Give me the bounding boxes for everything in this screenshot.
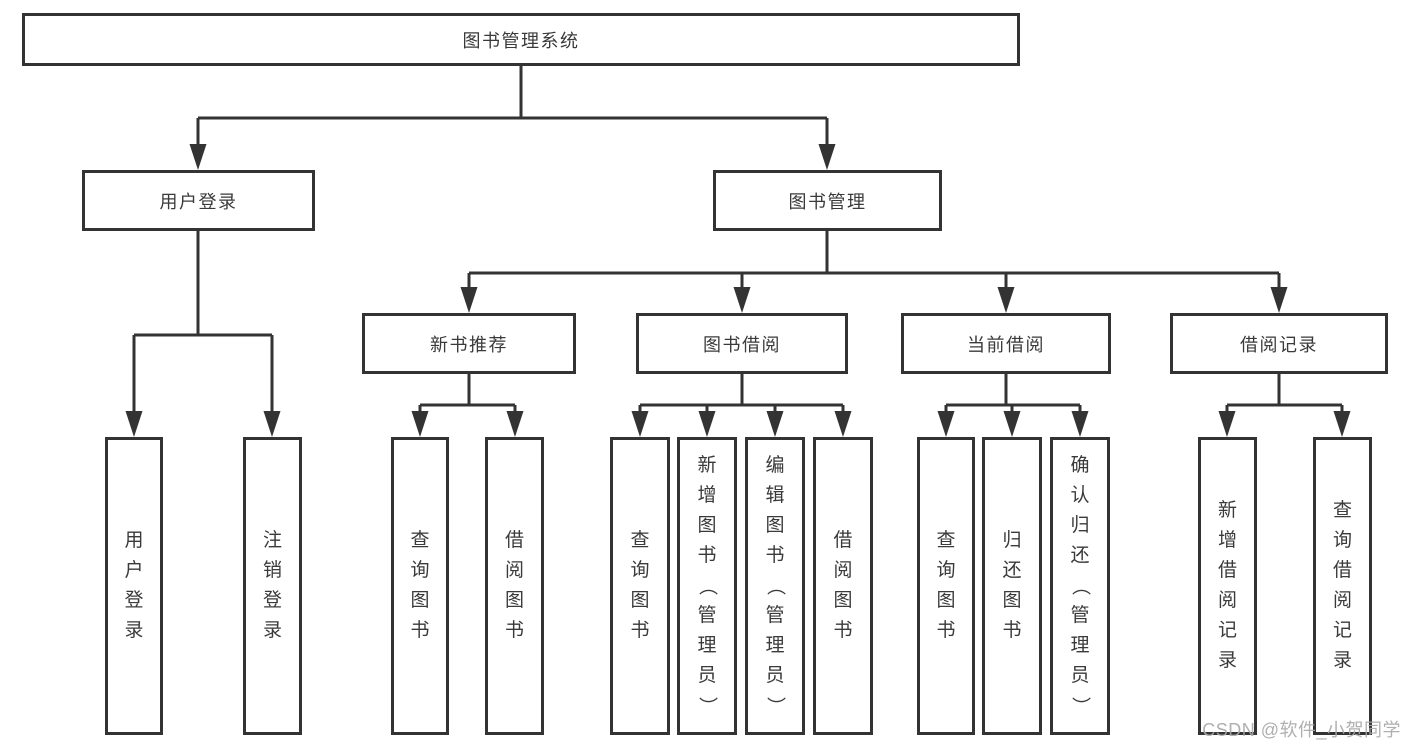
leaf-query-books-current: 查询图书 xyxy=(917,437,975,735)
connector-root-to-level2 xyxy=(196,66,829,150)
arrowheads xyxy=(125,144,1351,437)
leaf-query-books-newbooks: 查询图书 xyxy=(391,437,449,735)
leaf-query-books-borrow: 查询图书 xyxy=(610,437,670,735)
node-borrow-records: 借阅记录 xyxy=(1170,313,1388,374)
leaf-query-borrow-record-label: 查询借阅记录 xyxy=(1332,500,1352,671)
leaf-add-borrow-record: 新增借阅记录 xyxy=(1198,437,1257,735)
leaf-user-login: 用户登录 xyxy=(105,437,163,735)
node-root: 图书管理系统 xyxy=(22,13,1020,66)
node-new-book-recommend: 新书推荐 xyxy=(362,313,576,374)
connector-bookmgmt-to-level3 xyxy=(467,231,1281,292)
leaf-confirm-return-admin: 确认归还（管理员） xyxy=(1050,437,1110,735)
leaf-add-borrow-record-label: 新增借阅记录 xyxy=(1217,500,1237,671)
connector-bookborrow-to-leaves xyxy=(638,374,845,418)
leaf-return-book-label: 归还图书 xyxy=(1002,530,1022,641)
node-book-management-label: 图书管理 xyxy=(788,191,867,212)
node-book-borrow-label: 图书借阅 xyxy=(703,334,781,355)
node-user-login: 用户登录 xyxy=(82,170,315,231)
leaf-logout: 注销登录 xyxy=(243,437,302,735)
leaf-query-books-newbooks-label: 查询图书 xyxy=(410,530,430,641)
leaf-user-login-label: 用户登录 xyxy=(124,530,144,641)
leaf-edit-book-admin: 编辑图书（管理员） xyxy=(745,437,805,735)
node-book-borrow: 图书借阅 xyxy=(636,313,848,374)
connector-records-to-leaves xyxy=(1225,374,1344,418)
node-user-login-label: 用户登录 xyxy=(159,191,238,212)
node-current-borrow: 当前借阅 xyxy=(901,313,1111,374)
node-book-management: 图书管理 xyxy=(713,170,942,231)
leaf-confirm-return-admin-label: 确认归还（管理员） xyxy=(1069,455,1091,716)
csdn-watermark: CSDN @软件_小贺同学 xyxy=(1202,720,1401,740)
connector-userlogin-to-leaves xyxy=(132,231,274,415)
leaf-add-book-admin: 新增图书（管理员） xyxy=(677,437,737,735)
leaf-query-borrow-record: 查询借阅记录 xyxy=(1313,437,1372,735)
leaf-add-book-admin-label: 新增图书（管理员） xyxy=(696,455,718,716)
leaf-borrow-books-borrow-label: 借阅图书 xyxy=(833,530,853,641)
leaf-borrow-books-borrow: 借阅图书 xyxy=(813,437,873,735)
leaf-return-book: 归还图书 xyxy=(982,437,1042,735)
node-borrow-records-label: 借阅记录 xyxy=(1240,334,1318,355)
node-current-borrow-label: 当前借阅 xyxy=(967,334,1045,355)
node-new-book-recommend-label: 新书推荐 xyxy=(430,334,508,355)
leaf-edit-book-admin-label: 编辑图书（管理员） xyxy=(764,455,786,716)
leaf-query-books-current-label: 查询图书 xyxy=(936,530,956,641)
leaf-borrow-books-newbooks: 借阅图书 xyxy=(485,437,544,735)
node-root-label: 图书管理系统 xyxy=(462,30,580,51)
leaf-borrow-books-newbooks-label: 借阅图书 xyxy=(504,530,524,641)
connector-newbooks-to-leaves xyxy=(418,374,517,418)
leaf-query-books-borrow-label: 查询图书 xyxy=(630,530,650,641)
leaf-logout-label: 注销登录 xyxy=(262,530,282,641)
